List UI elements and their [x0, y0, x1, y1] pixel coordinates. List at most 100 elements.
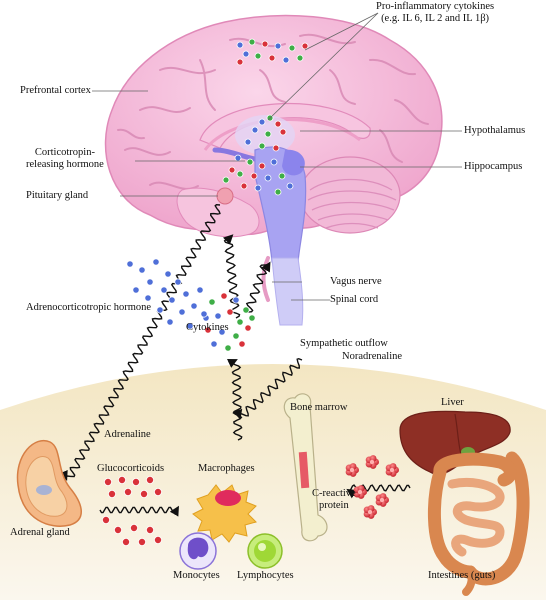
cytokine-dot [236, 318, 244, 326]
sympathetic-outflow-arrow [232, 357, 303, 420]
cytokine-dot [236, 58, 244, 66]
cytokine-dot [232, 296, 240, 304]
acth-dot [152, 258, 160, 266]
acth-dot [138, 266, 146, 274]
cytokine-dot [242, 50, 250, 58]
spinal-cord-label: Spinal cord [330, 294, 379, 305]
cytokine-dot [224, 344, 232, 352]
circulating-dots [126, 258, 256, 352]
macrophages-label: Macrophages [198, 463, 255, 474]
cytokine-dot [301, 42, 309, 50]
adrenal-gland [16, 439, 82, 527]
cytokine-dot [274, 120, 282, 128]
prefrontal-cortex-label: Prefrontal cortex [20, 85, 91, 96]
acth-dot [178, 308, 186, 316]
acth-dot [156, 306, 164, 314]
bone [283, 393, 328, 542]
spinal-cord [271, 257, 304, 326]
crp-molecule [363, 505, 377, 519]
pro-inflammatory-cytokines-label: Pro-inflammatory cytokines (e.g. IL 6, I… [376, 1, 495, 25]
intestines [427, 451, 530, 596]
acth-dot [196, 286, 204, 294]
glucocorticoid-dot [108, 489, 117, 498]
macrophage-to-cytokine-arrow [226, 359, 243, 441]
cytokine-dot [261, 40, 269, 48]
glucocorticoid-dot [124, 487, 133, 496]
brain [104, 14, 443, 326]
glucocorticoid-dot [102, 516, 111, 525]
glucocorticoid-dots [102, 475, 162, 547]
glucocorticoid-dot [129, 524, 138, 533]
noradrenaline-label: Noradrenaline [342, 351, 403, 362]
acth-dot [174, 278, 182, 286]
cytokine-dot [214, 312, 222, 320]
cytokine-dot [254, 184, 262, 192]
acth-dot [186, 322, 194, 330]
liver [399, 410, 511, 475]
cytokine-dot [288, 44, 296, 52]
cytokine-dot [238, 340, 246, 348]
crp-molecule [385, 463, 399, 477]
acth-dot [168, 296, 176, 304]
adrenaline-label: Adrenaline [104, 429, 151, 440]
cytokine-dot [242, 306, 250, 314]
cytokine-dot [220, 292, 228, 300]
cytokine-dot [204, 326, 212, 334]
acth-label: Adrenocorticotropic hormone [26, 302, 152, 313]
cytokine-dot [254, 52, 262, 60]
cytokines-label: Cytokines [186, 322, 229, 333]
cytokine-dot [200, 310, 208, 318]
glucocorticoid-dot [118, 475, 127, 484]
intestines-label: Intestines (guts) [428, 570, 496, 581]
cytokine-dot [258, 142, 266, 150]
monocyte [179, 532, 217, 570]
cytokine-dot [272, 144, 280, 152]
bone-marrow-label: Bone marrow [290, 402, 348, 413]
glucocorticoid-dot [131, 477, 140, 486]
glucocorticoid-dot [145, 526, 154, 535]
cytokine-dot [236, 170, 244, 178]
glucocorticoid-dot [145, 475, 154, 484]
glucocorticoids-label: Glucocorticoids [97, 463, 165, 474]
acth-signal-arrow [58, 203, 221, 481]
acth-dot [144, 294, 152, 302]
cytokine-dot [274, 188, 282, 196]
crp-molecule [353, 485, 367, 499]
sympathetic-outflow-label: Sympathetic outflow [300, 338, 388, 349]
leader-lines [92, 12, 462, 301]
adrenal-gland-label: Adrenal gland [10, 527, 70, 538]
glucocorticoid-dot [137, 538, 146, 547]
cytokine-dot [250, 172, 258, 180]
glucocorticoid-dot [139, 489, 148, 498]
hippocampus-label: Hippocampus [464, 161, 523, 172]
crp-molecule [365, 455, 379, 469]
cytokine-dot [270, 158, 278, 166]
cytokine-dot [258, 162, 266, 170]
glucocorticoid-dot [153, 487, 162, 496]
c-reactive-protein-label: C-reactive protein [312, 488, 356, 512]
lymphocyte [247, 533, 283, 569]
cytokine-to-brain-arrow [222, 234, 241, 319]
liver-label: Liver [441, 397, 464, 408]
signal-arrows [58, 203, 411, 517]
vagus-nerve-label: Vagus nerve [330, 276, 382, 287]
cytokine-to-vagus-arrow [245, 261, 271, 313]
crp-molecule [375, 493, 389, 507]
acth-dot [166, 318, 174, 326]
cytokine-dot [244, 324, 252, 332]
acth-dot [182, 290, 190, 298]
cytokine-dot [228, 166, 236, 174]
cytokine-dot [248, 314, 256, 322]
cytokine-dot [278, 172, 286, 180]
acth-dot [132, 286, 140, 294]
cytokine-dot [232, 332, 240, 340]
c-reactive-protein-group [345, 455, 399, 519]
acth-dot [164, 270, 172, 278]
cytokine-dot [258, 118, 266, 126]
acth-dot [190, 302, 198, 310]
corticotropin-releasing-hormone-label: Corticotropin- releasing hormone [26, 147, 104, 171]
cytokine-dot [222, 176, 230, 184]
vagus-nerve [261, 256, 270, 302]
glucocorticoid-dot [122, 538, 131, 547]
